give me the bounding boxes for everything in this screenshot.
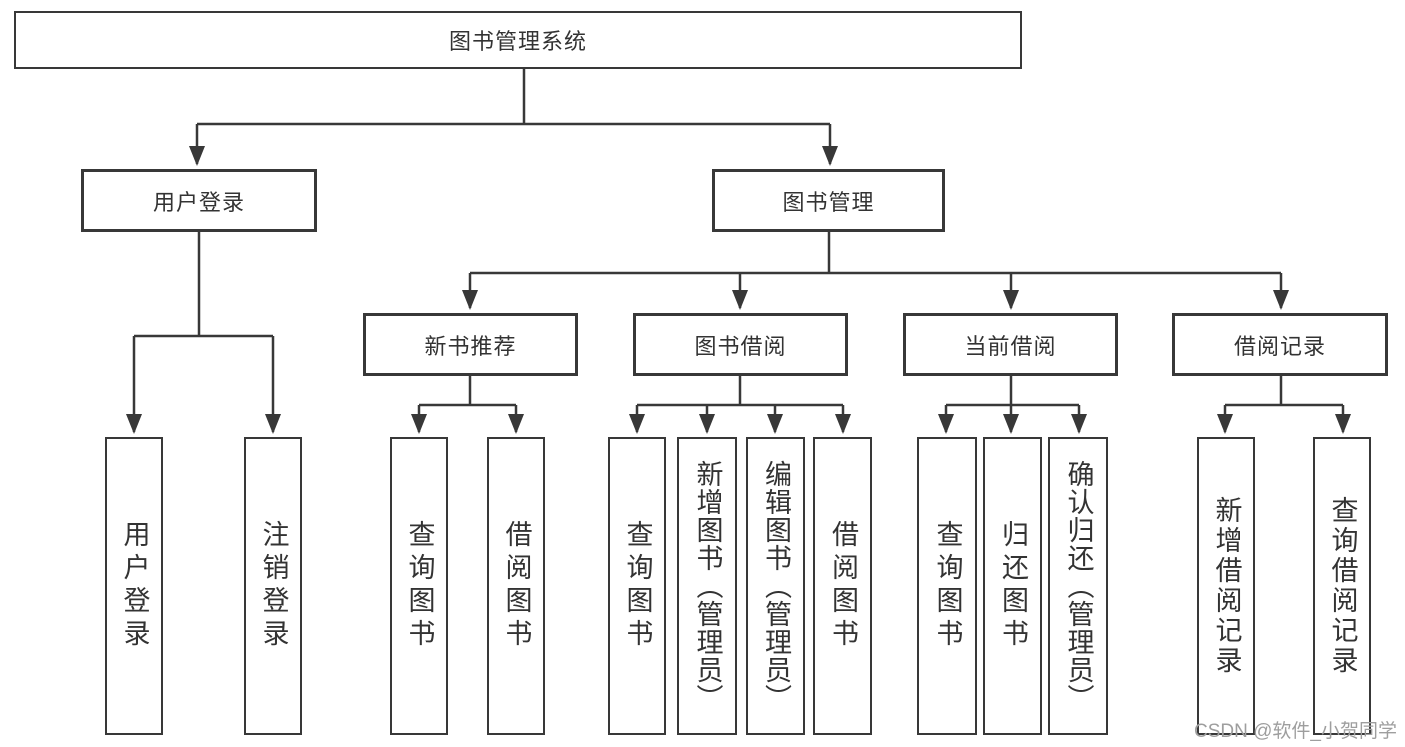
node-new-book-recommendation: 新书推荐	[363, 313, 578, 376]
leaf-add-book-admin-label: 新增图书（管理员）	[692, 460, 723, 712]
leaf-query-books-3-label: 查询图书	[932, 520, 963, 652]
leaf-query-books-2-label: 查询图书	[622, 520, 653, 652]
leaf-query-books-1: 查询图书	[390, 437, 448, 735]
leaf-user-login-label: 用户登录	[119, 520, 150, 652]
leaf-logout: 注销登录	[244, 437, 302, 735]
leaf-query-borrow-record-label: 查询借阅记录	[1327, 496, 1358, 676]
leaf-return-book-label: 归还图书	[998, 520, 1028, 652]
leaf-add-book-admin: 新增图书（管理员）	[677, 437, 737, 735]
leaf-query-borrow-record: 查询借阅记录	[1313, 437, 1371, 735]
leaf-confirm-return-admin: 确认归还（管理员）	[1048, 437, 1108, 735]
leaf-borrow-books-2: 借阅图书	[813, 437, 872, 735]
node-library-management-system: 图书管理系统	[14, 11, 1022, 69]
leaf-borrow-books-1: 借阅图书	[487, 437, 545, 735]
leaf-return-book: 归还图书	[983, 437, 1042, 735]
leaf-user-login: 用户登录	[105, 437, 163, 735]
leaf-borrow-books-2-label: 借阅图书	[828, 520, 858, 652]
leaf-add-borrow-record-label: 新增借阅记录	[1211, 496, 1242, 676]
leaf-add-borrow-record: 新增借阅记录	[1197, 437, 1255, 735]
leaf-borrow-books-1-label: 借阅图书	[501, 520, 532, 652]
node-user-login: 用户登录	[81, 169, 317, 232]
leaf-confirm-return-admin-label: 确认归还（管理员）	[1063, 460, 1094, 712]
node-current-borrowing: 当前借阅	[903, 313, 1118, 376]
leaf-logout-label: 注销登录	[258, 520, 289, 652]
node-book-borrowing: 图书借阅	[633, 313, 848, 376]
leaf-edit-book-admin: 编辑图书（管理员）	[746, 437, 805, 735]
leaf-query-books-1-label: 查询图书	[404, 520, 435, 652]
node-book-management: 图书管理	[712, 169, 945, 232]
leaf-edit-book-admin-label: 编辑图书（管理员）	[761, 460, 791, 712]
leaf-query-books-2: 查询图书	[608, 437, 666, 735]
leaf-query-books-3: 查询图书	[917, 437, 977, 735]
node-borrowing-records: 借阅记录	[1172, 313, 1388, 376]
csdn-watermark: CSDN @软件_小贺同学	[1194, 721, 1397, 742]
